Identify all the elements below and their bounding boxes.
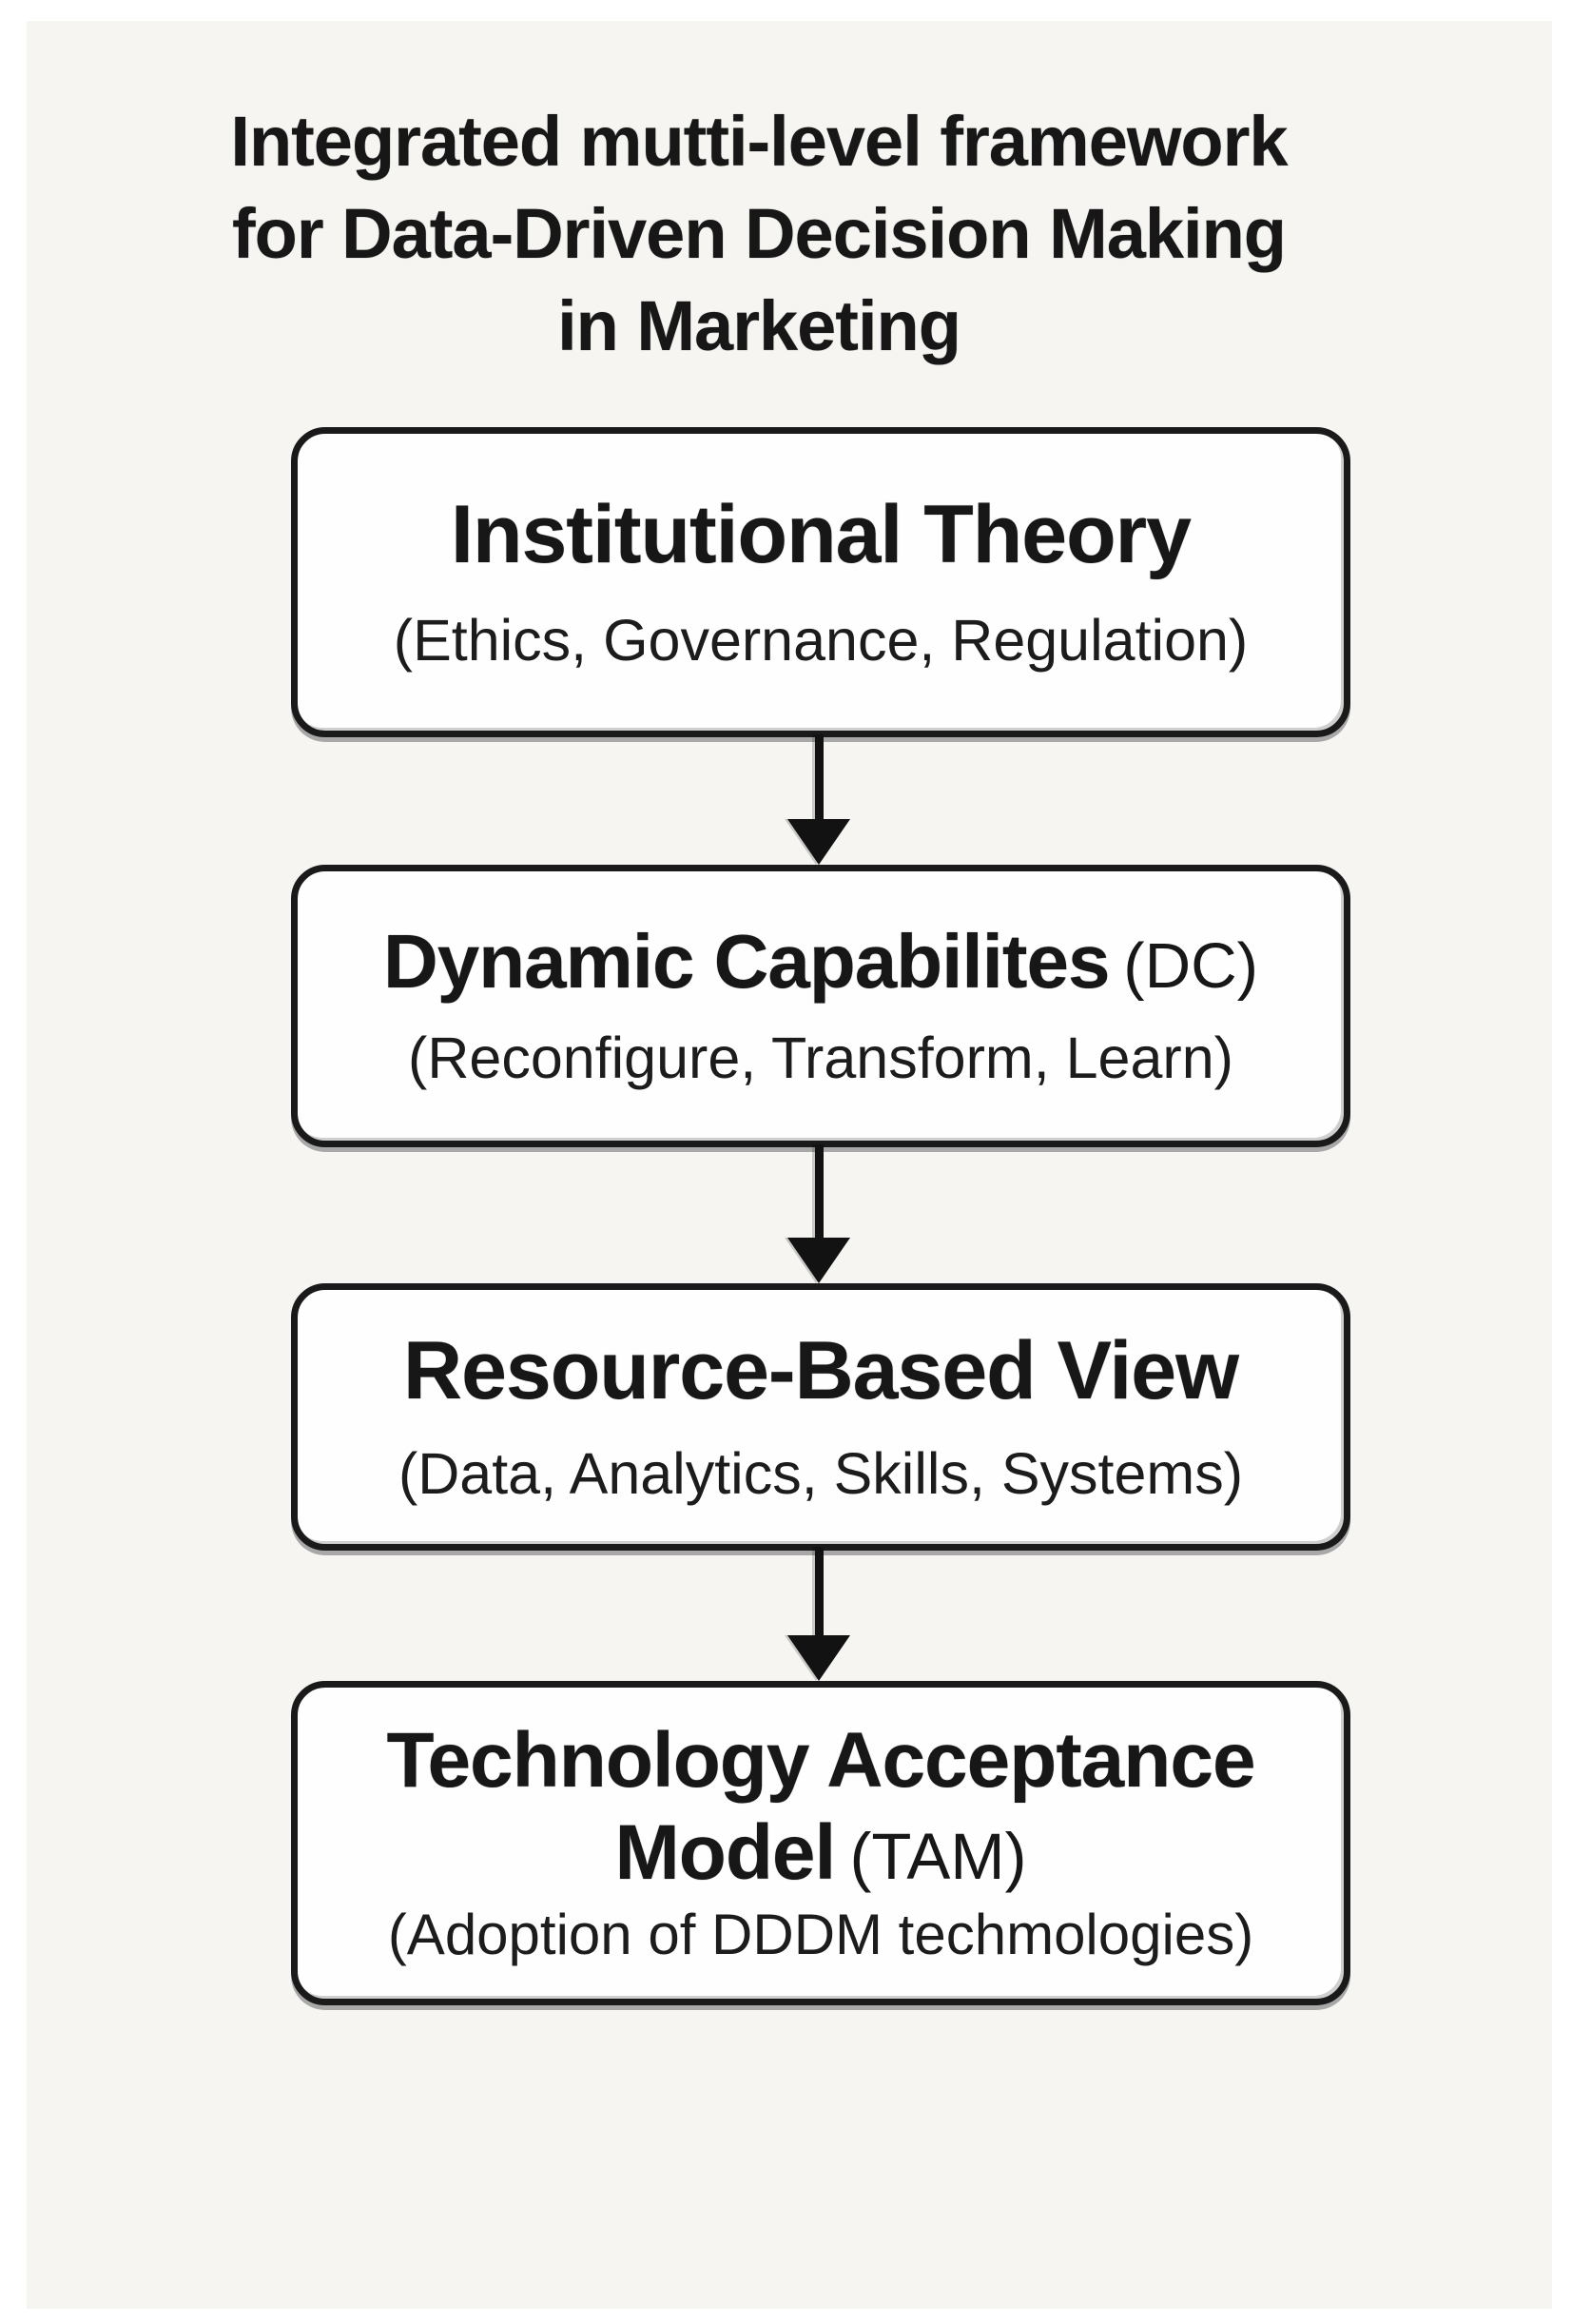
connector-arrow-1 (786, 734, 851, 865)
connector-arrow-2 (786, 1144, 851, 1283)
arrow-down-icon (787, 1238, 850, 1283)
box-title-suffix: (DC) (1123, 929, 1259, 1002)
page-title-line-1: Integrated mutti-level framework (230, 102, 1288, 181)
box-subtitle: (Data, Analytics, Skills, Systems) (398, 1440, 1244, 1506)
box-title-line-1: Technology Acceptance (386, 1716, 1255, 1804)
box-subtitle: (Adoption of DDDM techmologies) (387, 1903, 1254, 1967)
box-title: Dynamic Capabilites(DC) (382, 918, 1259, 1004)
page-title: Integrated mutti-level framework for Dat… (27, 95, 1491, 372)
flow-box-institutional-theory: Institutional Theory (Ethics, Governance… (291, 427, 1350, 737)
box-title: Resource-Based View (402, 1325, 1239, 1417)
box-title-text: Model (614, 1808, 836, 1896)
box-subtitle: (Ethics, Governance, Regulation) (393, 608, 1249, 674)
flow-box-dynamic-capabilities: Dynamic Capabilites(DC) (Reconfigure, Tr… (291, 865, 1350, 1147)
page-title-line-3: in Marketing (557, 286, 961, 365)
arrow-shaft (814, 1547, 824, 1639)
flow-box-technology-acceptance-model: Technology Acceptance Model(TAM) (Adopti… (291, 1681, 1350, 2005)
arrow-down-icon (787, 1635, 850, 1681)
box-title-suffix: (TAM) (849, 1819, 1027, 1893)
arrow-down-icon (787, 819, 850, 865)
flow-box-resource-based-view: Resource-Based View (Data, Analytics, Sk… (291, 1283, 1350, 1551)
connector-arrow-3 (786, 1547, 851, 1681)
diagram-panel: Integrated mutti-level framework for Dat… (27, 21, 1552, 2309)
page-title-line-2: for Data-Driven Decision Making (231, 194, 1287, 273)
box-title-line-2: Model(TAM) (614, 1808, 1027, 1896)
box-subtitle: (Reconfigure, Transform, Learn) (408, 1025, 1233, 1091)
box-title-text: Dynamic Capabilites (382, 918, 1110, 1004)
box-title: Institutional Theory (451, 488, 1192, 580)
arrow-shaft (814, 734, 824, 823)
arrow-shaft (814, 1144, 824, 1241)
